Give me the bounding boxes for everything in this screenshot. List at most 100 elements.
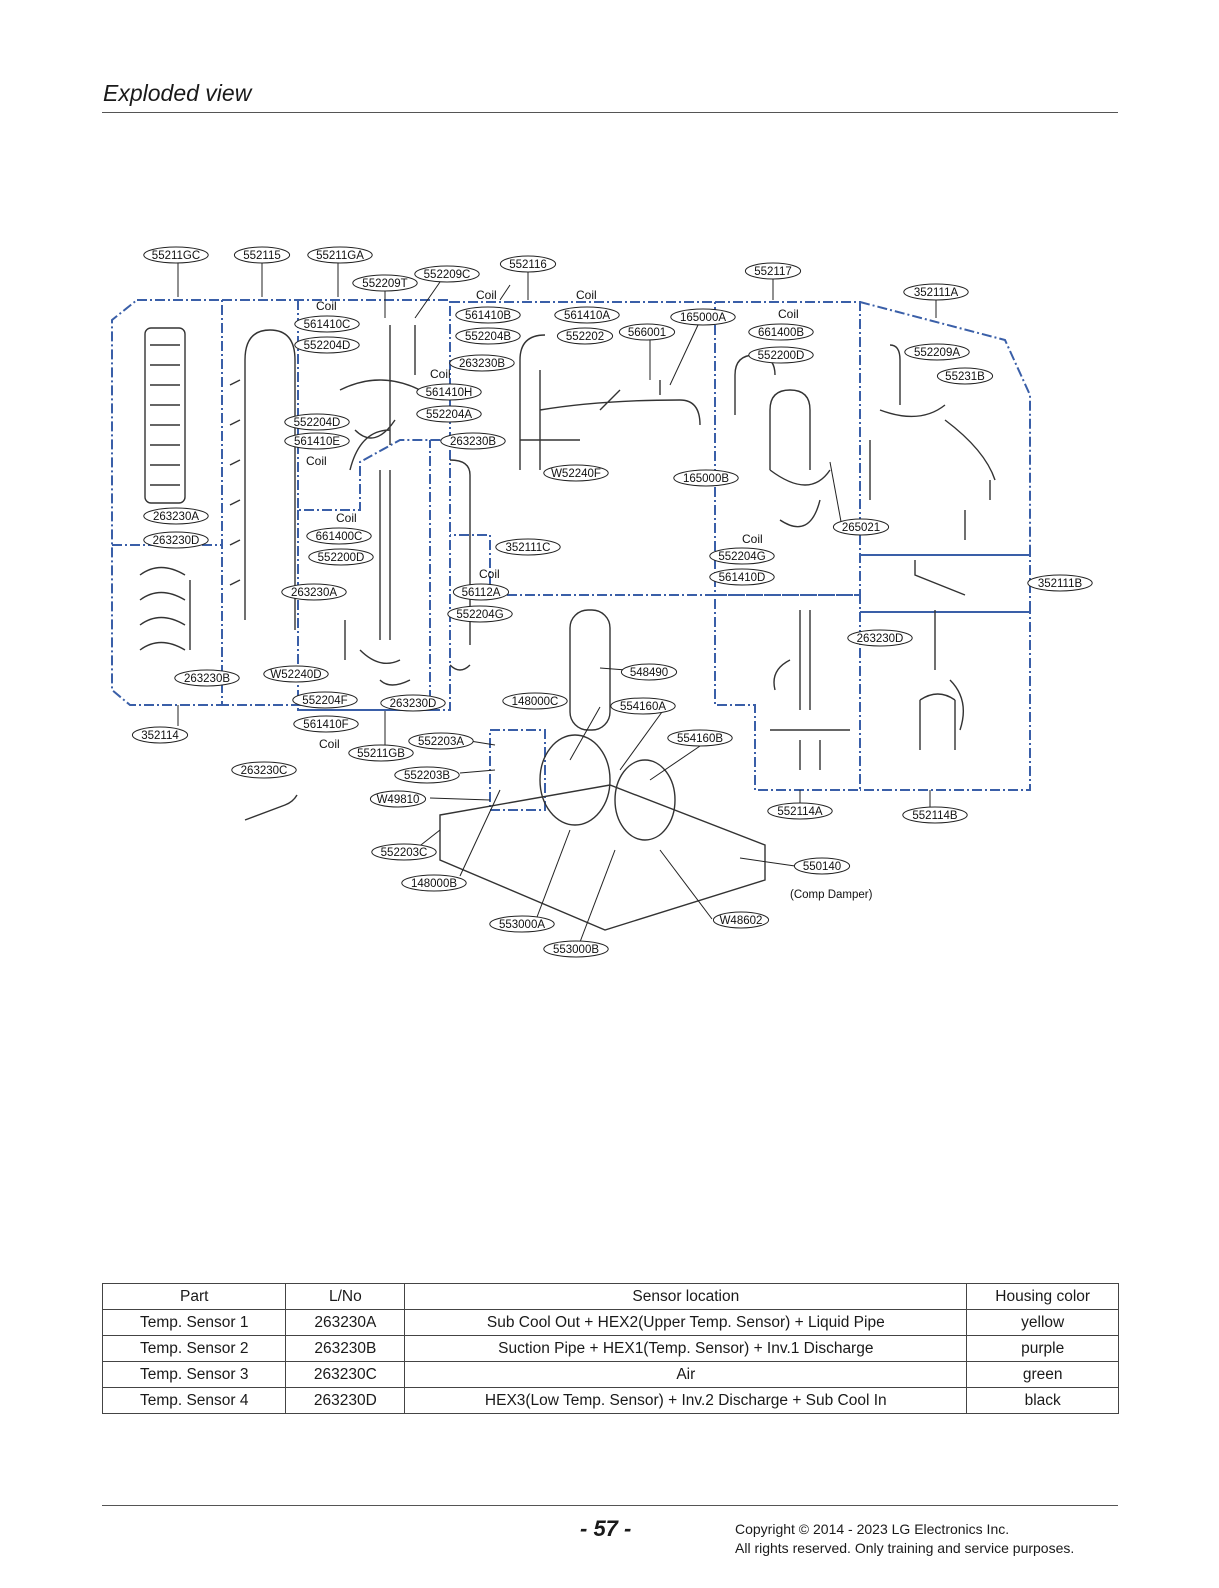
263230A-lower-sketch	[344, 470, 411, 686]
part-callout: 552116	[499, 255, 557, 273]
callout-bubble	[408, 732, 474, 750]
callout-bubble	[293, 715, 359, 733]
callout-bubble	[369, 790, 427, 808]
callout-part-number: 263230A	[153, 511, 199, 523]
callout-part-number: 553000B	[553, 944, 599, 956]
callout-bubble	[767, 802, 833, 820]
table-row: Temp. Sensor 1 263230A Sub Cool Out + HE…	[101, 1309, 1119, 1336]
valve-assembly-sketch	[339, 325, 421, 471]
callout-part-number: 165000B	[683, 473, 729, 485]
callout-part-number: 552114B	[912, 810, 958, 822]
callout-part-number: W52240F	[551, 468, 601, 480]
callout-bubble	[832, 518, 890, 536]
callout-part-number: 263230B	[450, 436, 496, 448]
coil-label: Coil	[476, 288, 497, 302]
part-callout: 566001	[618, 323, 676, 341]
callout-bubble	[543, 464, 609, 482]
title-divider	[102, 112, 1118, 113]
callout-part-number: 55211GB	[357, 748, 405, 760]
callout-part-number: 352111C	[506, 542, 551, 554]
heat-exchanger-fins-sketch	[150, 344, 180, 486]
callout-bubble	[620, 663, 678, 681]
part-callout: 352111B	[1027, 574, 1093, 592]
part-callout: W48602	[712, 911, 770, 929]
part-callout: 263230D	[143, 531, 209, 549]
callout-bubble	[394, 766, 460, 784]
callout-part-number: W49810	[377, 794, 420, 806]
coil-labels: Coil Coil Coil Coil Coil Coil Coil Coil …	[306, 288, 873, 901]
part-callout: 553000A	[489, 915, 555, 933]
cell-sensor-location: Suction Pipe + HEX1(Temp. Sensor) + Inv.…	[404, 1335, 968, 1362]
callout-part-number: 552203C	[381, 847, 428, 859]
compressor-1-sketch	[539, 734, 611, 826]
callout-bubble	[748, 323, 814, 341]
callout-part-number: 561410H	[426, 387, 473, 399]
cell-part: Temp. Sensor 4	[101, 1387, 287, 1414]
352111A-pipe-sketch	[869, 344, 996, 540]
exploded-view-diagram: Coil Coil Coil Coil Coil Coil Coil Coil …	[111, 246, 1093, 958]
callout-part-number: 552200D	[758, 350, 805, 362]
callout-part-number: 561410D	[719, 572, 766, 584]
table-row: Temp. Sensor 4 263230D HEX3(Low Temp. Se…	[101, 1387, 1119, 1414]
callout-part-number: 263230D	[153, 535, 200, 547]
part-callout: 265021	[832, 518, 890, 536]
callout-bubble	[793, 857, 851, 875]
263230C-sensor-sketch	[244, 794, 298, 821]
callout-bubble	[618, 323, 676, 341]
callout-bubble	[308, 548, 374, 566]
callout-part-number: 552209A	[914, 347, 960, 359]
callout-part-number: 552204A	[426, 409, 472, 421]
part-callout: 55231B	[936, 367, 994, 385]
coil-label: Coil	[430, 367, 451, 381]
callout-bubble	[292, 691, 358, 709]
callout-part-number: 552204G	[718, 551, 765, 563]
callout-part-number: 56112A	[462, 587, 501, 599]
outline-inner-a	[297, 300, 450, 511]
table-row: Temp. Sensor 2 263230B Suction Pipe + HE…	[101, 1335, 1119, 1362]
comp-damper-note: (Comp Damper)	[790, 889, 873, 901]
callout-bubble	[143, 531, 209, 549]
part-callout: 552115	[233, 246, 291, 264]
part-callout: 552203A	[408, 732, 474, 750]
callout-bubble	[712, 911, 770, 929]
coil-label: Coil	[306, 454, 327, 468]
header-lno: L/No	[285, 1283, 406, 1310]
part-callout: 165000A	[670, 308, 736, 326]
coil-label: Coil	[479, 567, 500, 581]
callout-bubble	[348, 744, 414, 762]
callout-part-number: W48602	[720, 915, 763, 927]
callout-bubble	[263, 665, 329, 683]
callout-bubble	[231, 761, 297, 779]
callout-part-number: 552115	[243, 250, 281, 262]
component-sketches	[139, 325, 996, 931]
part-callout: 352111A	[903, 283, 969, 301]
part-callout: 561410F	[293, 715, 359, 733]
part-callout: 263230B	[449, 354, 515, 372]
callout-bubble	[284, 413, 350, 431]
callout-bubble	[307, 246, 373, 264]
callout-bubble	[936, 367, 994, 385]
part-callout: W52240D	[263, 665, 329, 683]
part-callout: 552204F	[292, 691, 358, 709]
callout-bubble	[416, 383, 482, 401]
copyright: Copyright © 2014 - 2023 LG Electronics I…	[735, 1520, 1074, 1558]
callout-part-number: 561410C	[304, 319, 351, 331]
callout-bubble	[414, 265, 480, 283]
copyright-line-1: Copyright © 2014 - 2023 LG Electronics I…	[735, 1521, 1010, 1537]
callout-bubble	[903, 283, 969, 301]
part-callout: 552204G	[709, 547, 775, 565]
page-number: - 57 -	[580, 1516, 632, 1541]
callout-part-number: 661400B	[758, 327, 804, 339]
callout-bubble	[131, 726, 189, 744]
left-lower-pipes-sketch	[139, 566, 191, 651]
callout-part-number: 552204D	[294, 417, 341, 429]
callout-bubble	[306, 527, 372, 545]
part-callout: 548490	[620, 663, 678, 681]
table-header-row: Part L/No Sensor location Housing color	[101, 1283, 1119, 1310]
callout-part-number: 552203B	[404, 770, 450, 782]
callout-part-number: 263230D	[390, 698, 437, 710]
callout-bubble	[174, 669, 240, 687]
part-callout: 55211GC	[143, 246, 209, 264]
part-callout: 552209T	[352, 274, 418, 292]
